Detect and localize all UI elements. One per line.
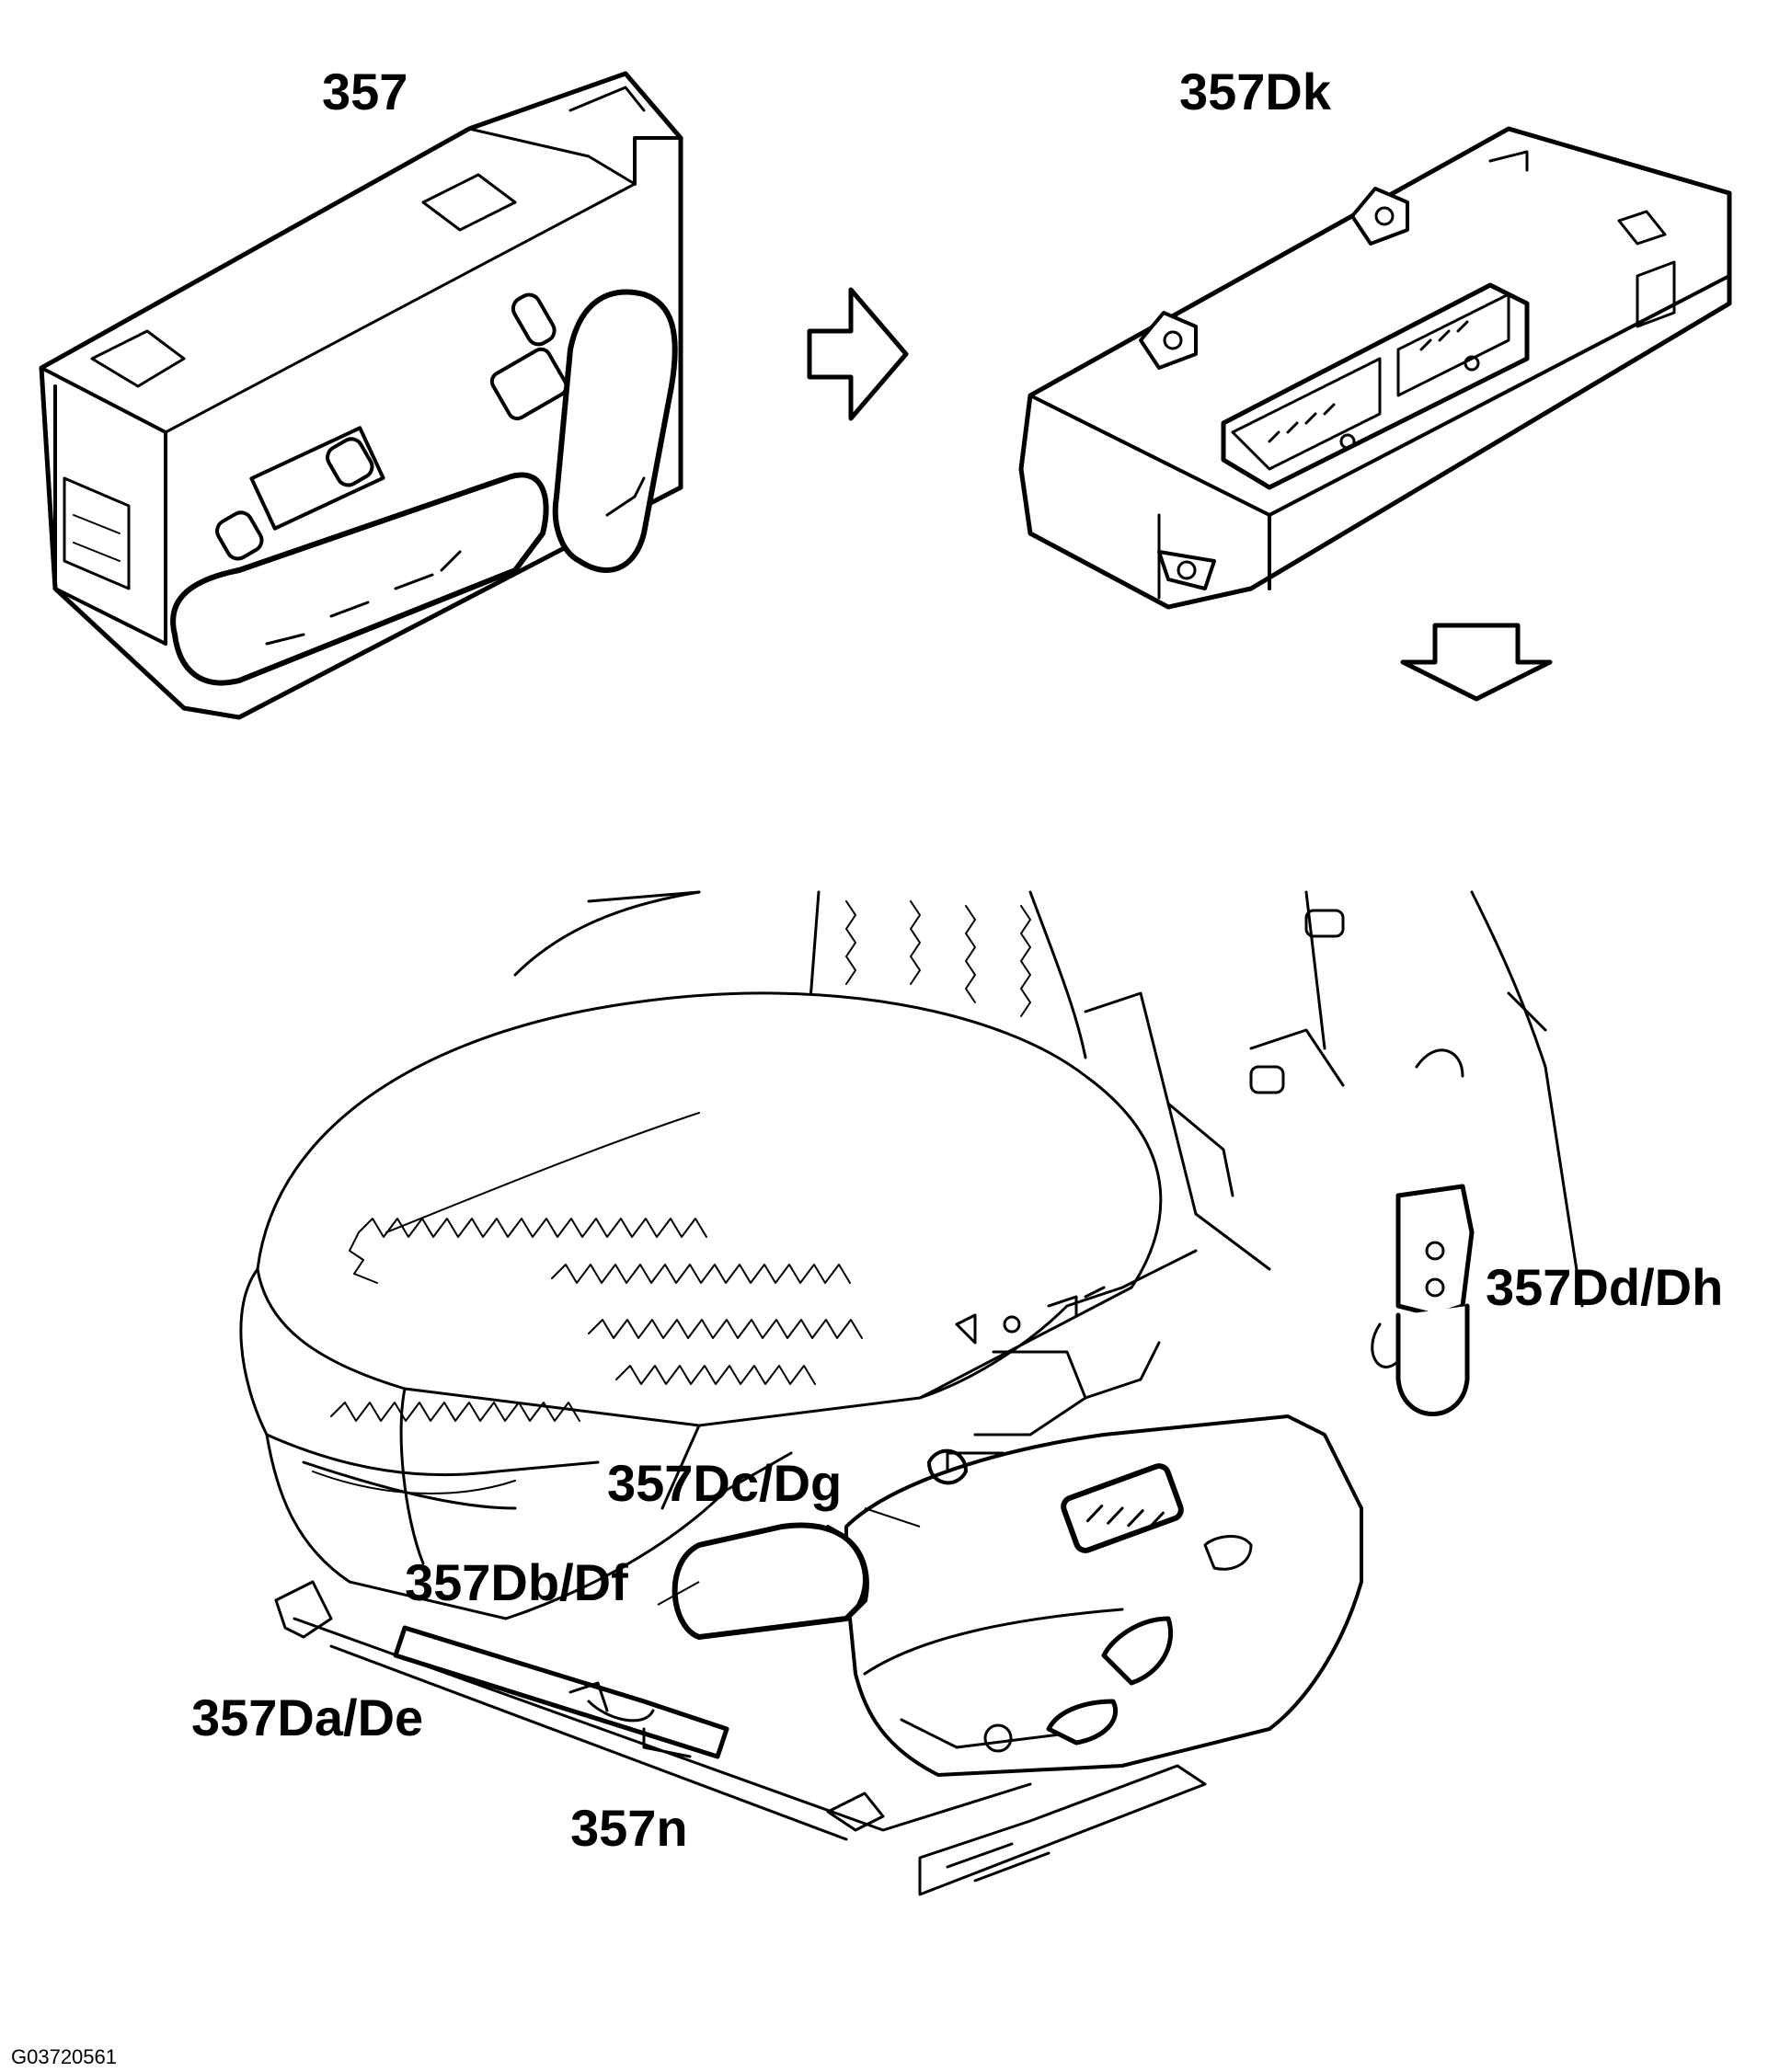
label-height-motor-rear: 357Db/Df (405, 1553, 628, 1611)
label-connector: 357n (570, 1799, 688, 1857)
label-control-panel: 357 (322, 63, 408, 120)
label-length-motor: 357Da/De (191, 1689, 424, 1746)
label-height-motor-front: 357Dc/Dg (607, 1454, 843, 1512)
control-module-illustration (1018, 126, 1732, 610)
figure-code: G03720561 (11, 2045, 117, 2068)
label-backrest-motor: 357Dd/Dh (1486, 1258, 1724, 1316)
flow-arrow-right-icon (807, 287, 909, 421)
seat-assembly-illustration (239, 890, 1584, 1896)
flow-arrow-down-icon (1400, 623, 1553, 702)
seat-control-panel-illustration (39, 71, 683, 720)
label-control-module: 357Dk (1179, 63, 1332, 120)
